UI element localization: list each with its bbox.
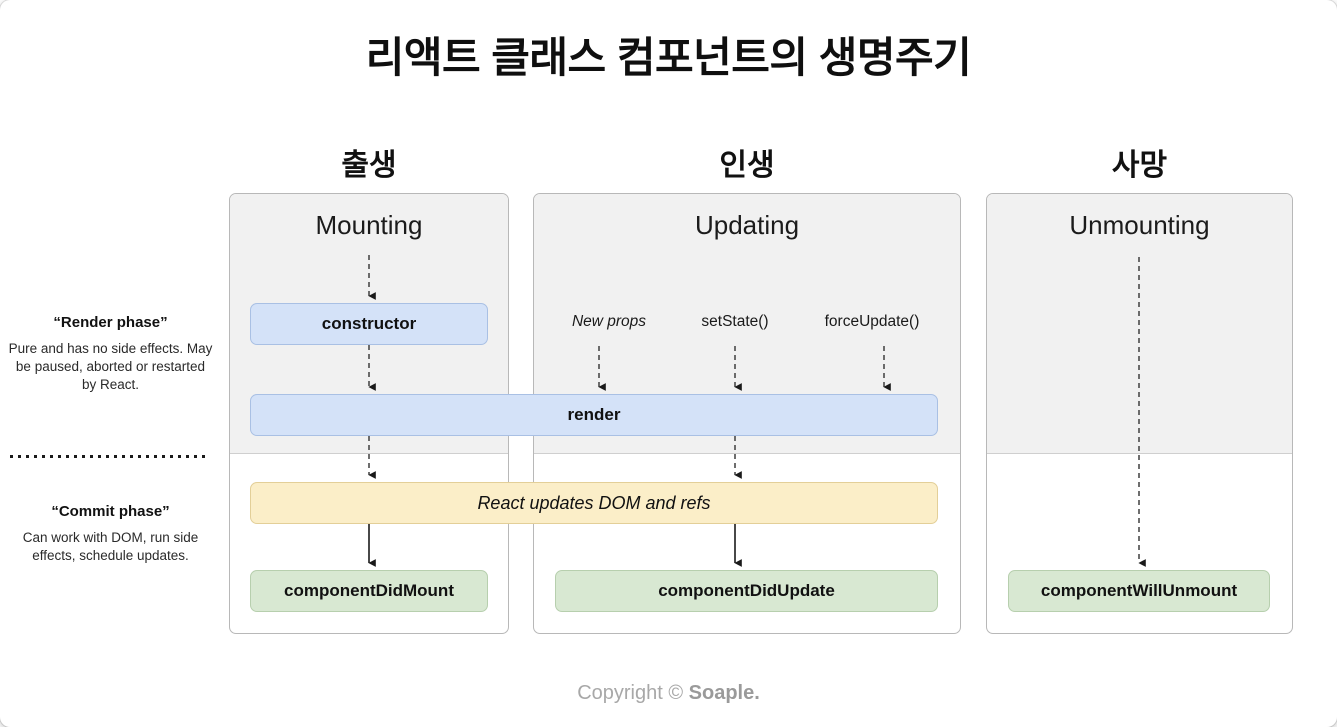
sidebar-commit-phase: “Commit phase” Can work with DOM, run si… bbox=[8, 503, 213, 565]
trigger-set-state: setState() bbox=[701, 313, 769, 330]
panel-unmounting: Unmounting bbox=[986, 193, 1293, 634]
stage-header-birth: 출생 bbox=[341, 149, 397, 182]
lifecycle-box-react-updates-dom: React updates DOM and refs bbox=[250, 482, 938, 524]
sidebar-commit-phase-description: Can work with DOM, run side effects, sch… bbox=[22, 530, 199, 563]
stage-header-death: 사망 bbox=[1111, 149, 1168, 182]
copyright-footer: Copyright © Soaple. bbox=[0, 682, 1337, 705]
sidebar-commit-phase-title: “Commit phase” bbox=[51, 503, 170, 520]
trigger-force-update: forceUpdate() bbox=[824, 313, 920, 330]
lifecycle-box-component-will-unmount: componentWillUnmount bbox=[1008, 570, 1270, 612]
sidebar-render-phase-title: “Render phase” bbox=[53, 314, 168, 331]
copyright-prefix: Copyright © bbox=[577, 682, 689, 704]
sidebar-render-phase: “Render phase” Pure and has no side effe… bbox=[8, 314, 213, 394]
lifecycle-box-render: render bbox=[250, 394, 938, 436]
copyright-brand: Soaple. bbox=[688, 682, 760, 704]
sidebar-render-phase-description: Pure and has no side effects. May be pau… bbox=[8, 341, 213, 392]
panel-title-unmounting: Unmounting bbox=[1069, 210, 1210, 240]
trigger-new-props: New props bbox=[571, 313, 647, 330]
page-title: 리액트 클래스 컴포넌트의 생명주기 bbox=[365, 34, 972, 81]
lifecycle-box-constructor: constructor bbox=[250, 303, 488, 345]
lifecycle-box-component-did-update: componentDidUpdate bbox=[555, 570, 938, 612]
lifecycle-box-component-did-mount: componentDidMount bbox=[250, 570, 488, 612]
stage-header-life: 인생 bbox=[719, 149, 775, 182]
panel-title-mounting: Mounting bbox=[315, 210, 423, 240]
panel-title-updating: Updating bbox=[694, 210, 800, 240]
phase-divider-dotted bbox=[10, 455, 206, 458]
